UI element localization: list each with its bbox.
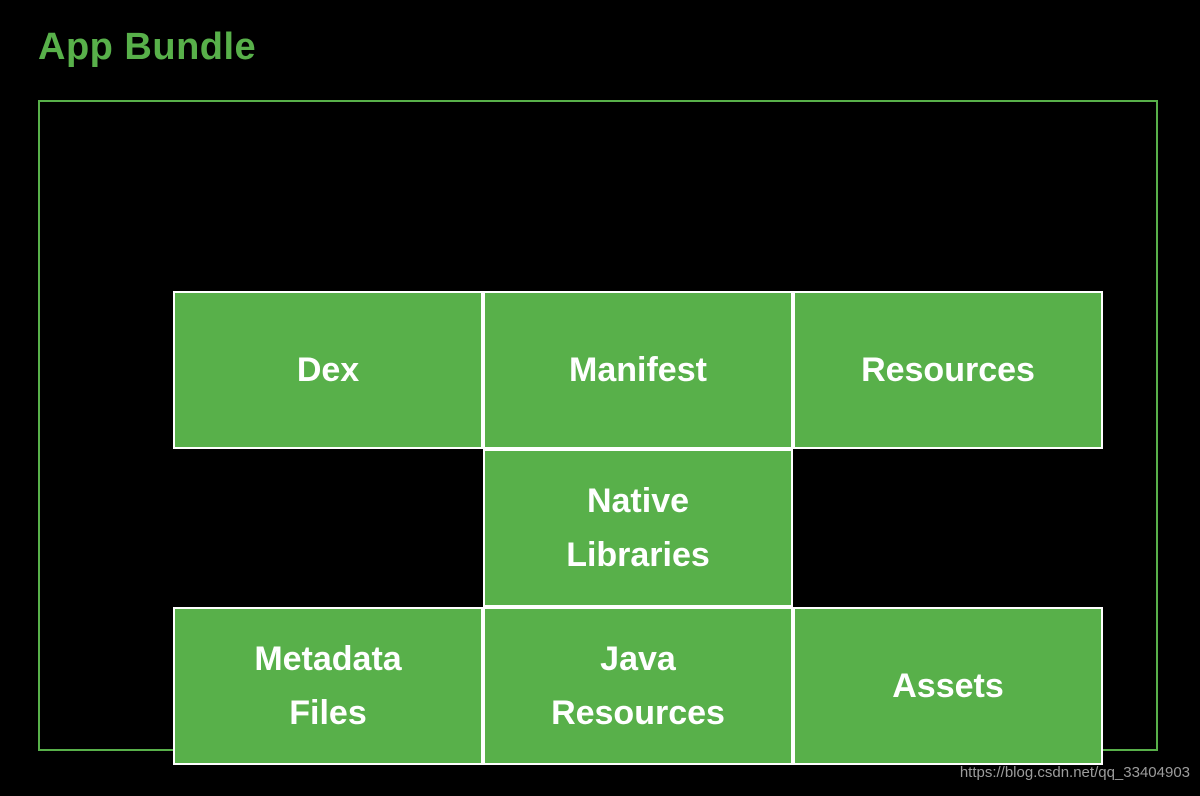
watermark-url: https://blog.csdn.net/qq_33404903 [959, 764, 1190, 781]
bundle-frame: Dex Manifest Resources Native Libraries … [38, 100, 1158, 765]
grid-empty-cell [793, 449, 1103, 607]
grid-empty-cell [173, 449, 483, 607]
box-metadata-files: Metadata Files [173, 607, 483, 765]
page-title: App Bundle [38, 26, 257, 68]
box-assets: Assets [793, 607, 1103, 765]
box-dex: Dex [173, 291, 483, 449]
box-resources: Resources [793, 291, 1103, 449]
bundle-grid: Dex Manifest Resources Native Libraries … [173, 291, 1103, 765]
box-native-libraries: Native Libraries [483, 449, 793, 607]
box-java-resources: Java Resources [483, 607, 793, 765]
box-manifest: Manifest [483, 291, 793, 449]
